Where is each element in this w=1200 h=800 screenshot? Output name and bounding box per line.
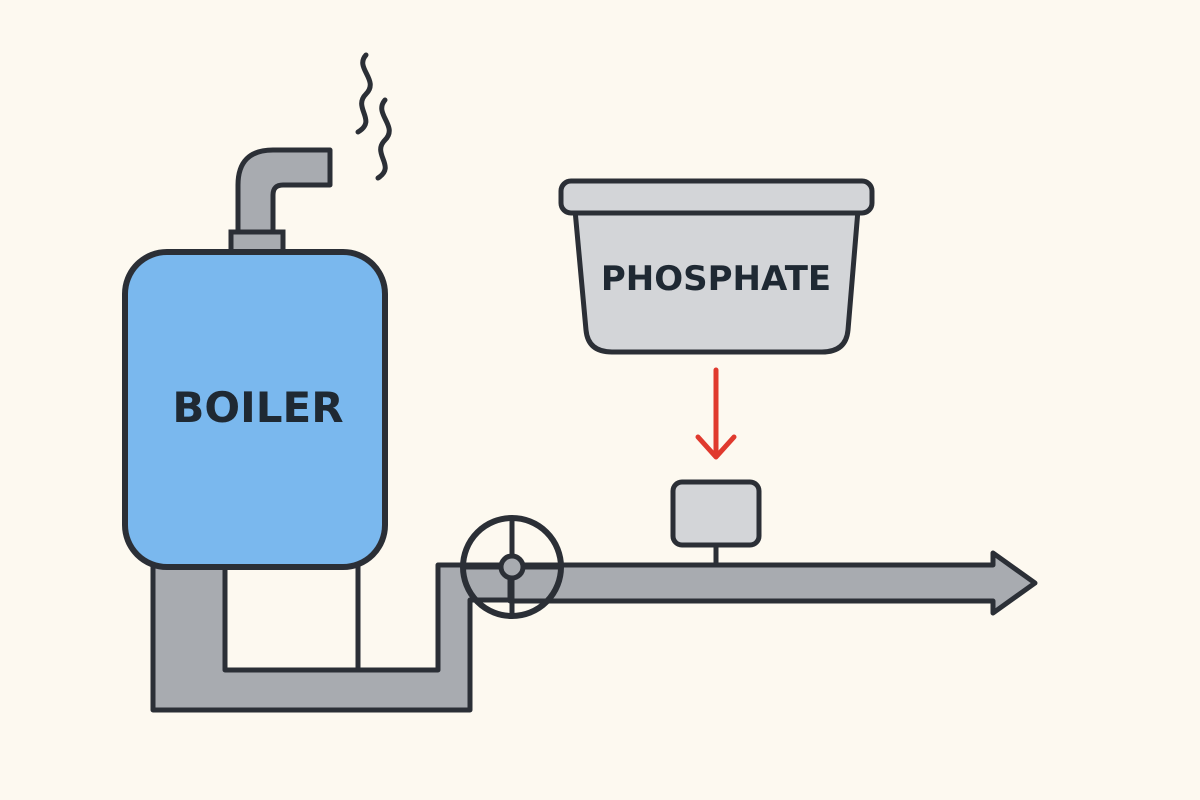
hopper-label: PHOSPHATE	[601, 259, 831, 299]
valve-hub	[498, 553, 526, 581]
hopper-body	[572, 207, 861, 355]
boiler-outlet-pipe	[150, 557, 513, 713]
exhaust-flue	[228, 147, 333, 257]
dosing-injector	[670, 479, 762, 565]
phosphate-hopper: PHOSPHATE	[558, 178, 875, 355]
valve-wheel	[460, 515, 564, 619]
hopper-rim	[558, 178, 875, 216]
steam-wisp-left	[355, 52, 373, 135]
flue-elbow-pipe	[235, 147, 333, 235]
feed-arrow	[695, 367, 737, 460]
boiler-tank	[122, 249, 388, 570]
steam-wisp-right	[375, 97, 392, 181]
steam-wisps	[355, 52, 392, 181]
feed-arrow-head	[695, 434, 737, 460]
injector-box	[670, 479, 762, 548]
discharge-pipe-arrow	[507, 550, 1038, 616]
boiler-label: BOILER	[172, 383, 343, 432]
